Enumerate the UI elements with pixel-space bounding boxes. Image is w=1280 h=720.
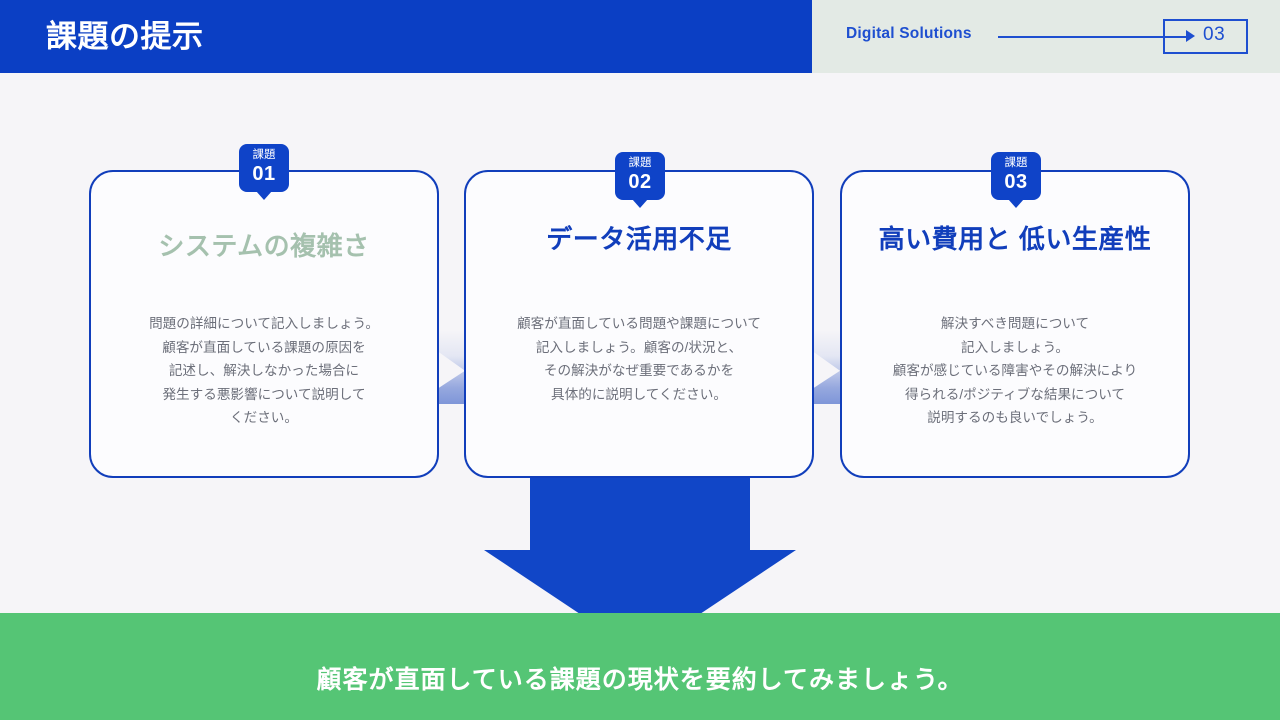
issue-card-3-title: 高い費用と 低い生産性 (878, 224, 1152, 254)
header-kicker-label: Digital Solutions (846, 25, 972, 42)
issue-card-3-body: 解決すべき問題について 記入しましょう。 顧客が感じている障害やその解決により … (892, 316, 1138, 425)
issue-card-3[interactable]: 高い費用と 低い生産性 解決すべき問題について 記入しましょう。 顧客が感じてい… (840, 170, 1190, 478)
issue-badge-2: 課題 02 (615, 152, 665, 208)
issue-badge-2-label: 課題 (628, 157, 652, 169)
issue-badge-3-number: 03 (1004, 171, 1028, 193)
badge-pointer-icon (1008, 199, 1024, 208)
summary-banner: 顧客が直面している課題の現状を要約してみましょう。 (0, 613, 1280, 720)
badge-pointer-icon (256, 191, 272, 200)
issue-badge-3: 課題 03 (991, 152, 1041, 208)
header-rule-line (998, 36, 1190, 38)
page-number: 03 (1203, 24, 1226, 45)
summary-banner-text: 顧客が直面している課題の現状を要約してみましょう。 (316, 666, 964, 694)
page-title: 課題の提示 (46, 19, 204, 54)
badge-pointer-icon (632, 199, 648, 208)
issue-card-2[interactable]: データ活用不足 顧客が直面している問題や課題について 記入しましょう。顧客の/状… (464, 170, 814, 478)
issue-card-2-body: 顧客が直面している問題や課題について 記入しましょう。顧客の/状況と、 その解決… (517, 316, 761, 402)
issue-card-1-title: システムの複雑さ (158, 231, 370, 261)
issue-badge-3-label: 課題 (1004, 157, 1028, 169)
slide-header: 課題の提示 Digital Solutions 03 (0, 0, 1280, 73)
issue-badge-1-label: 課題 (252, 149, 276, 161)
issue-badge-1-number: 01 (252, 163, 276, 185)
issue-card-1-body: 問題の詳細について記入しましょう。 顧客が直面している課題の原因を 記述し、解決… (149, 316, 379, 425)
issue-badge-2-number: 02 (628, 171, 652, 193)
arrow-down-icon (484, 478, 796, 654)
arrow-right-icon (1186, 30, 1195, 42)
issue-badge-1: 課題 01 (239, 144, 289, 200)
issue-card-1[interactable]: システムの複雑さ 問題の詳細について記入しましょう。 顧客が直面している課題の原… (89, 170, 439, 478)
page-number-box (1163, 19, 1248, 54)
header-meta-block: Digital Solutions 03 (812, 0, 1280, 73)
header-title-block: 課題の提示 (0, 0, 812, 73)
issue-card-2-title: データ活用不足 (546, 224, 732, 254)
